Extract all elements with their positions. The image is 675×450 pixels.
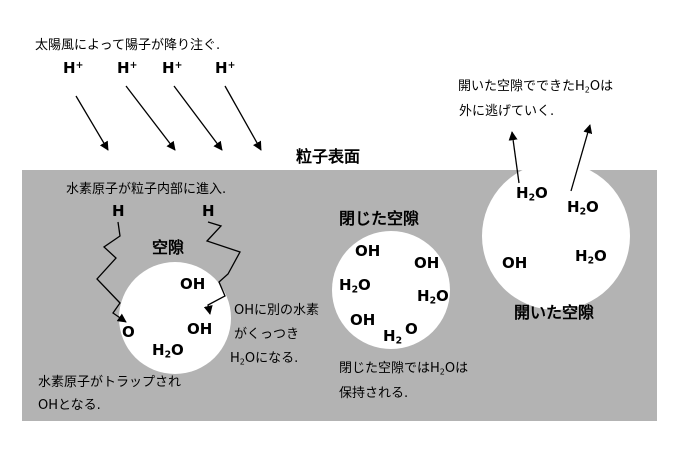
combine-note-line1: OHに別の水素 <box>234 303 320 318</box>
proton-label-2: H+ <box>117 59 138 77</box>
trap-note-line2: OHとなる. <box>38 398 101 413</box>
closed-note-line1: 閉じた空隙ではH2Oは <box>339 361 469 377</box>
closed-h2o-1: H2O <box>339 276 371 296</box>
proton-arrow-4 <box>224 85 262 151</box>
closed-hole <box>332 231 450 349</box>
formed-h2o: H2O <box>152 341 184 361</box>
escape-arrow-2 <box>570 124 593 192</box>
open-hole-label: 開いた空隙 <box>514 303 595 322</box>
proton-label-3: H+ <box>162 59 183 77</box>
open-h2o-3: H2O <box>575 247 607 267</box>
proton-arrow-3 <box>173 85 223 151</box>
proton-arrow-2 <box>125 85 176 151</box>
trap-note-line1: 水素原子がトラップされ <box>38 375 182 390</box>
open-hole <box>482 162 630 310</box>
proton-arrow-1 <box>75 95 109 151</box>
hydrogen-atom-2: H <box>202 202 215 220</box>
proton-label-4: H+ <box>215 59 236 77</box>
proton-label-1: H+ <box>63 59 84 77</box>
closed-oh-1: OH <box>355 242 381 260</box>
trapped-oh-2: OH <box>187 320 213 338</box>
combine-note-line2: がくっつき <box>234 327 300 342</box>
open-h2o-1: H2O <box>516 184 548 204</box>
closed-h2o-split-h2: H2 <box>383 327 403 347</box>
trapped-oh-1: OH <box>180 275 206 293</box>
closed-hole-label: 閉じた空隙 <box>339 209 420 228</box>
oxygen-atom: O <box>122 323 135 341</box>
closed-h2o-2: H2O <box>417 287 449 307</box>
hydrogen-atom-1: H <box>112 202 125 220</box>
hole-with-trap <box>119 262 231 374</box>
escape-arrow-1 <box>508 131 520 184</box>
escape-note-line1: 開いた空隙でできたH2Oは <box>458 79 614 95</box>
combine-note-line3: H2Oになる. <box>230 351 299 367</box>
hydrogen-path-1 <box>96 221 127 323</box>
open-h2o-2: H2O <box>567 198 599 218</box>
closed-oh-3: OH <box>350 311 376 329</box>
escape-note-line2: 外に逃げていく. <box>459 104 555 119</box>
open-oh: OH <box>502 254 528 272</box>
hole-label: 空隙 <box>152 238 185 257</box>
hydrogen-path-2 <box>203 221 241 315</box>
closed-note-line2: 保持される. <box>339 386 409 401</box>
entry-note: 水素原子が粒子内部に進入. <box>66 182 227 197</box>
closed-h2o-split-o: O <box>405 320 418 338</box>
closed-oh-2: OH <box>414 254 440 272</box>
solar-wind-caption: 太陽風によって陽子が降り注ぐ. <box>35 38 221 53</box>
surface-label: 粒子表面 <box>296 147 361 166</box>
